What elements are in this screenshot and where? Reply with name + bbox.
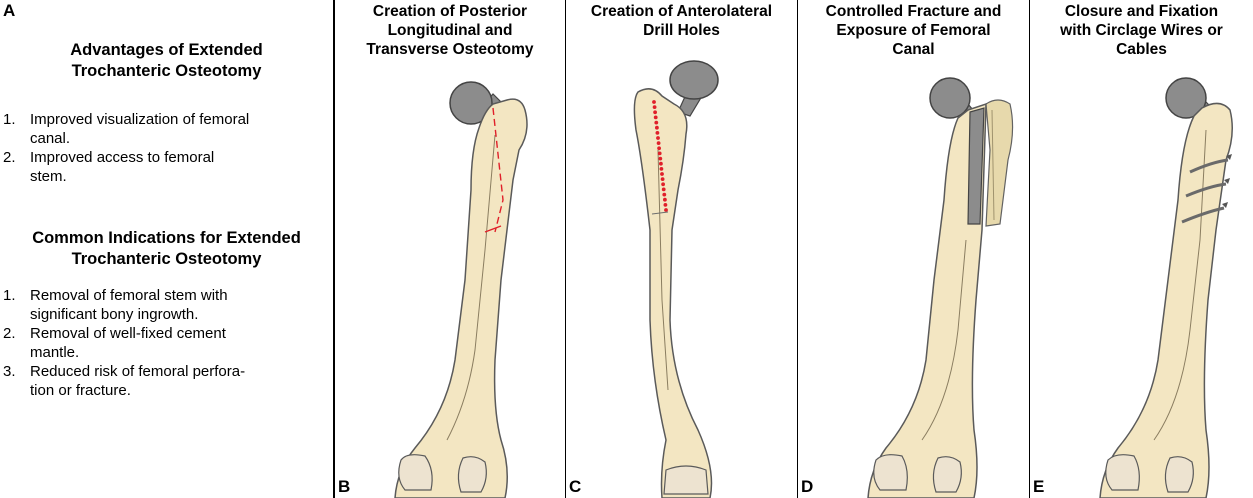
list-number: 1. [3, 110, 16, 129]
drill-hole [654, 116, 658, 120]
title-line: Transverse Osteotomy [337, 40, 563, 59]
drill-hole [659, 162, 663, 166]
panel-title-e: Closure and Fixation with Circlage Wires… [1032, 2, 1251, 59]
panel-title-b: Creation of Posterior Longitudinal and T… [337, 2, 563, 59]
title-line: Creation of Anterolateral [568, 2, 795, 21]
title-line: Controlled Fracture and [800, 2, 1027, 21]
panel-title-d: Controlled Fracture and Exposure of Femo… [800, 2, 1027, 59]
drill-hole [661, 182, 665, 186]
panel-title-c: Creation of Anterolateral Drill Holes [568, 2, 795, 40]
list-number: 2. [3, 324, 16, 343]
list-number: 3. [3, 362, 16, 381]
list-text: Improved access to femoral [30, 148, 323, 167]
drill-hole [663, 198, 667, 202]
osteotomy-fragment [986, 100, 1013, 226]
list-text: stem. [30, 167, 323, 186]
drill-hole [652, 100, 656, 104]
panel-a: A Advantages of Extended Trochanteric Os… [0, 0, 333, 498]
title-line: with Circlage Wires or [1032, 21, 1251, 40]
femur-fixation-illustration [1030, 0, 1253, 498]
drill-hole [656, 131, 660, 135]
drill-hole [656, 136, 660, 140]
drill-hole [662, 193, 666, 197]
femur-bone [395, 99, 527, 498]
femur-bone [868, 104, 986, 498]
femur-exposure-illustration [798, 0, 1029, 498]
heading-indications: Common Indications for Extended Trochant… [0, 228, 333, 270]
list-text: Removal of well-fixed cement [30, 324, 323, 343]
condyle-distal [664, 466, 708, 494]
drill-hole [662, 188, 666, 192]
panel-letter-d: D [801, 477, 813, 497]
heading-line: Advantages of Extended [0, 40, 333, 61]
drill-hole [664, 203, 668, 207]
list-text: tion or fracture. [30, 381, 323, 400]
list-text: canal. [30, 129, 323, 148]
panel-letter-e: E [1033, 477, 1044, 497]
condyle-left [874, 455, 908, 490]
list-text: mantle. [30, 343, 323, 362]
title-line: Canal [800, 40, 1027, 59]
heading-line: Trochanteric Osteotomy [0, 249, 333, 270]
panel-e: Closure and Fixation with Circlage Wires… [1029, 0, 1253, 498]
femur-bone [634, 89, 711, 498]
femur-osteotomy-illustration [335, 0, 565, 498]
list-text: significant bony ingrowth. [30, 305, 323, 324]
panel-b: Creation of Posterior Longitudinal and T… [333, 0, 565, 498]
list-number: 1. [3, 286, 16, 305]
condyle-right [458, 457, 486, 492]
heading-advantages: Advantages of Extended Trochanteric Oste… [0, 40, 333, 82]
list-item: 3. Reduced risk of femoral perfora-tion … [3, 362, 323, 400]
drill-hole [660, 167, 664, 171]
title-line: Exposure of Femoral [800, 21, 1027, 40]
drill-hole [657, 141, 661, 145]
drill-hole [655, 126, 659, 130]
list-text: Improved visualization of femoral [30, 110, 323, 129]
title-line: Drill Holes [568, 21, 795, 40]
indications-list: 1. Removal of femoral stem withsignifica… [3, 286, 323, 400]
heading-line: Common Indications for Extended [0, 228, 333, 249]
drill-hole [657, 146, 661, 150]
heading-line: Trochanteric Osteotomy [0, 61, 333, 82]
drill-hole [661, 177, 665, 181]
title-line: Creation of Posterior [337, 2, 563, 21]
title-line: Closure and Fixation [1032, 2, 1251, 21]
list-text: Reduced risk of femoral perfora- [30, 362, 323, 381]
panel-letter-a: A [3, 1, 15, 21]
condyle-right [933, 457, 961, 492]
prosthetic-head [670, 61, 718, 99]
femur-drill-holes-illustration [566, 0, 797, 498]
list-number: 2. [3, 148, 16, 167]
panel-d: Controlled Fracture and Exposure of Femo… [797, 0, 1029, 498]
drill-hole [654, 121, 658, 125]
drill-hole [664, 208, 668, 212]
prosthetic-head [930, 78, 970, 118]
panel-c: Creation of Anterolateral Drill Holes C [565, 0, 797, 498]
panel-letter-c: C [569, 477, 581, 497]
condyle-left [1106, 455, 1140, 490]
condyle-left [399, 455, 432, 490]
drill-hole [658, 152, 662, 156]
panel-letter-b: B [338, 477, 350, 497]
list-text: Removal of femoral stem with [30, 286, 323, 305]
title-line: Cables [1032, 40, 1251, 59]
drill-hole [653, 105, 657, 109]
condyle-right [1165, 457, 1193, 492]
drill-hole [658, 157, 662, 161]
drill-hole [660, 172, 664, 176]
drill-hole [653, 110, 657, 114]
title-line: Longitudinal and [337, 21, 563, 40]
